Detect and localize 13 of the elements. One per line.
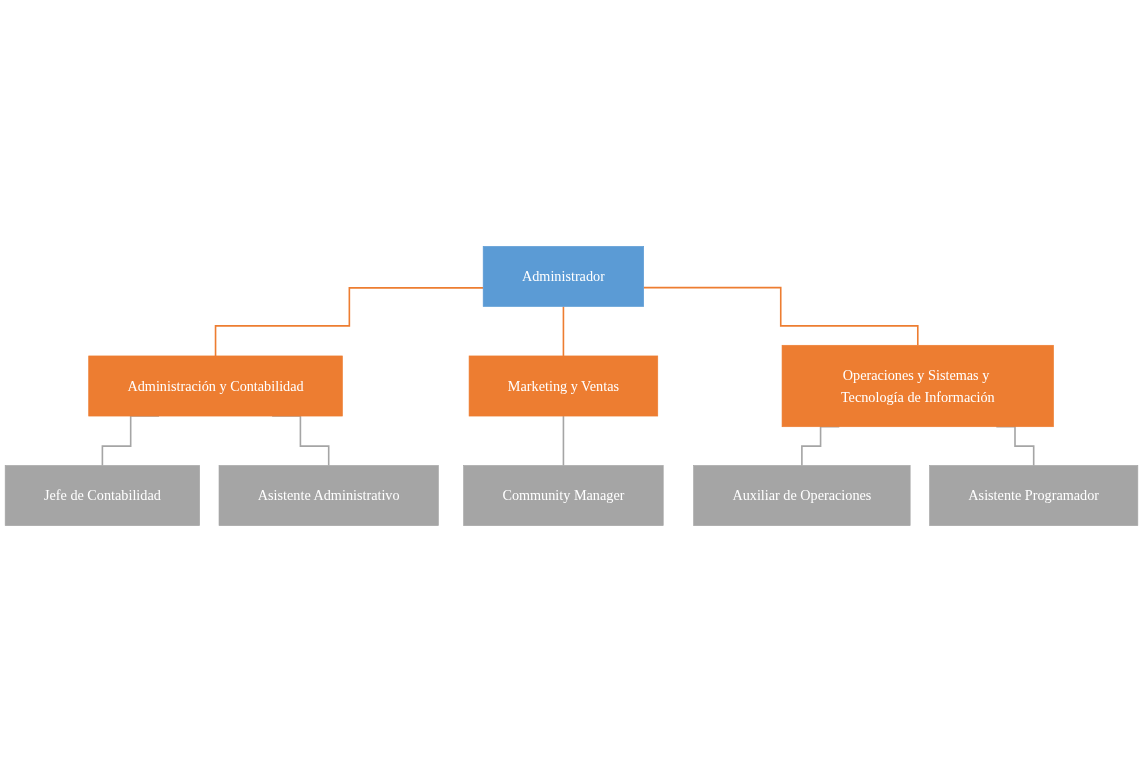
connector — [642, 286, 919, 347]
node-box: Community Manager — [463, 465, 664, 526]
node-box: Marketing y Ventas — [468, 355, 659, 417]
node-box: Administrador — [482, 246, 644, 307]
connector — [214, 287, 484, 357]
node-box: Asistente Administrativo — [218, 465, 439, 526]
node-box: Jefe de Contabilidad — [4, 465, 200, 526]
connector — [562, 305, 565, 357]
node-box: Operaciones y Sistemas y Tecnología de Información — [781, 344, 1054, 428]
node-box: Administración y Contabilidad — [88, 355, 343, 417]
node-box: Asistente Programador — [929, 465, 1139, 526]
node-box: Auxiliar de Operaciones — [693, 465, 911, 526]
connector — [562, 415, 565, 467]
